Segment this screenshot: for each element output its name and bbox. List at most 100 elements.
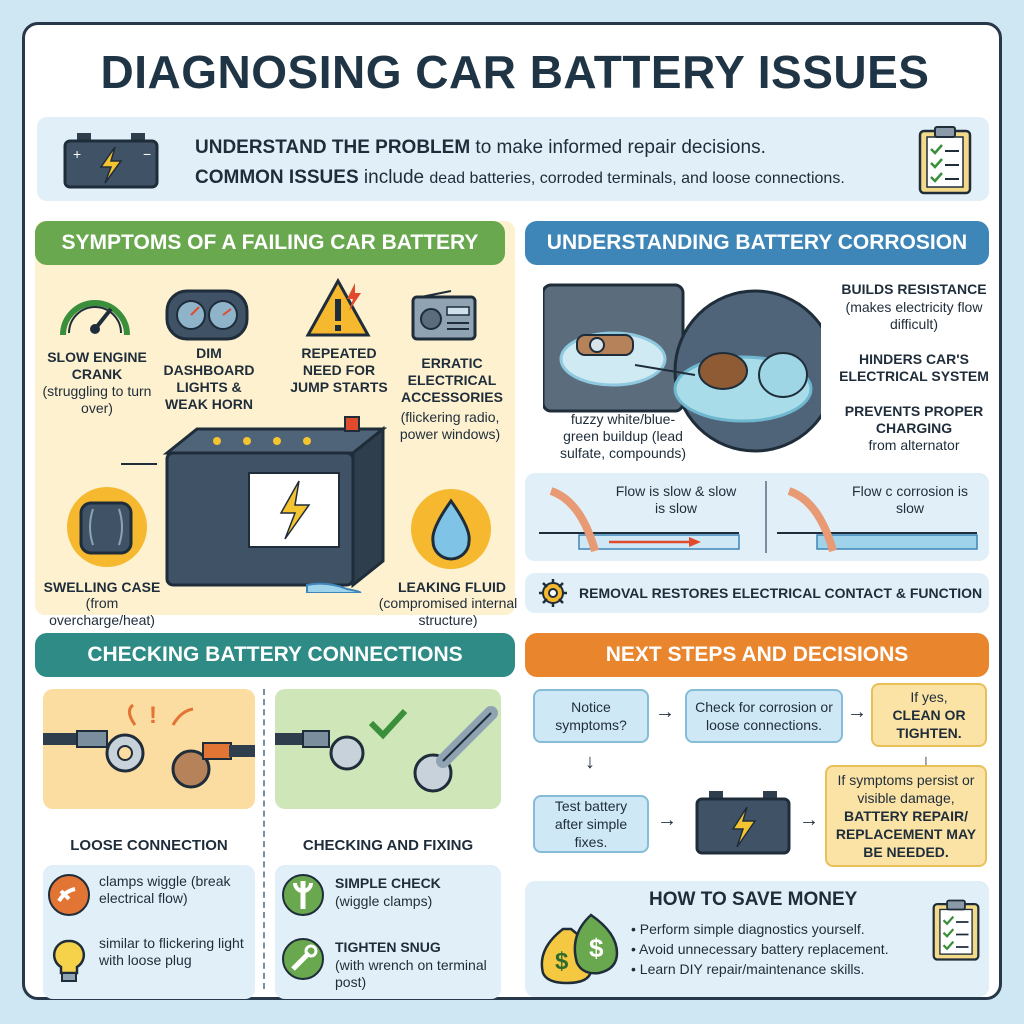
arrow-down-icon: ↓ [921,751,931,773]
checklist-icon [931,897,981,963]
corroded-flow-pipe [777,481,981,555]
radio-icon [411,289,477,341]
lightbulb-icon [49,937,89,985]
slow-flow-pipe [539,481,743,555]
intro-rest-2: dead batteries, corroded terminals, and … [429,170,845,187]
check-box: Check for corrosion or loose connections… [685,689,843,743]
leaking-title: LEAKING FLUID [397,579,507,595]
arrow-right-icon: → [799,809,819,831]
money-bag-icon: $ $ [533,899,623,985]
svg-text:$: $ [589,933,604,963]
warning-icon [305,277,371,339]
flow-divider [765,481,767,553]
clamps-note: clamps wiggle (break electrical flow) [99,873,231,906]
corrosion-header: UNDERSTANDING BATTERY CORROSION [525,221,989,265]
fixing-tips-panel: SIMPLE CHECK (wiggle clamps) TIGHTEN SNU… [275,865,501,999]
fixing-panel [275,689,501,809]
save-money-title: HOW TO SAVE MONEY [649,889,858,910]
svg-text:!: ! [149,702,157,729]
gear-icon [537,577,569,609]
leaking-note: (compromised internal structure) [378,595,518,628]
erratic-title: ERRATIC ELECTRICAL ACCESSORIES [401,355,503,405]
prevents-title: PREVENTS PROPER CHARGING [844,403,984,436]
persist-text: If symptoms persist or visible damage, [837,772,975,806]
loose-connection-label: LOOSE CONNECTION [70,837,228,854]
hinders-title: HINDERS CAR'S ELECTRICAL SYSTEM [839,351,989,384]
clean-tighten-text: CLEAN OR TIGHTEN. [892,707,966,741]
save-item: • Learn DIY repair/maintenance skills. [631,961,865,977]
tighten-title: TIGHTEN SNUG [335,939,441,955]
svg-text:+: + [73,146,81,162]
loose-tips-panel: clamps wiggle (break electrical flow) si… [43,865,255,999]
arrow-down-icon: ↓ [585,751,595,773]
svg-text:−: − [143,146,151,162]
swelling-title: SWELLING CASE [43,579,161,595]
prevents-note: from alternator [868,437,960,453]
jump-starts-title: REPEATED NEED FOR JUMP STARTS [290,345,388,395]
connector-line [121,463,157,465]
arrow-right-icon: → [847,701,867,723]
arrow-right-icon: → [655,701,675,723]
swollen-case-icon [65,485,149,569]
dim-lights-title: DIM DASHBOARD LIGHTS & WEAK HORN [163,345,255,412]
simple-check-note: (wiggle clamps) [335,893,433,909]
flow-right-text: Flow c corrosion is slow [852,483,968,516]
next-steps-header: NEXT STEPS AND DECISIONS [525,633,989,677]
dashboard-icon [165,287,249,343]
similar-note: similar to flickering light with loose p… [99,935,244,968]
connections-header: CHECKING BATTERY CONNECTIONS [35,633,515,677]
intro-rest-1: to make informed repair decisions. [470,137,766,158]
flow-panel: Flow is slow & slow is slow Flow c corro… [525,473,989,561]
connections-divider [263,689,265,989]
save-item: • Avoid unnecessary battery replacement. [631,941,889,957]
intro-bold-2: COMMON ISSUES [195,167,359,188]
speedometer-icon [55,283,135,343]
battery-icon: + − [63,131,159,189]
checklist-icon [917,125,973,195]
save-item-text: Learn DIY repair/maintenance skills. [639,961,865,977]
battery-illustration [157,413,387,593]
removal-text: REMOVAL RESTORES ELECTRICAL CONTACT & FU… [579,585,983,601]
check-wrench-icon [281,873,325,917]
wiggle-hand-icon [47,873,91,917]
battery-small-icon [695,789,791,855]
replacement-text: BATTERY REPAIR/ REPLACEMENT MAY BE NEEDE… [835,808,977,860]
symptoms-header: SYMPTOMS OF A FAILING CAR BATTERY [35,221,505,265]
test-battery-box: Test battery after simple fixes. [533,795,649,853]
infographic-frame: DIAGNOSING CAR BATTERY ISSUES + − UNDERS… [22,22,1002,1000]
corroded-terminal-illustration [543,279,821,455]
simple-check-title: SIMPLE CHECK [335,875,441,891]
buildup-note: fuzzy white/blue-green buildup (lead sul… [559,411,687,461]
save-money-panel: $ $ HOW TO SAVE MONEY • Perform simple d… [525,881,989,997]
svg-text:$: $ [555,948,569,975]
intro-text: UNDERSTAND THE PROBLEM to make informed … [195,133,845,194]
intro-banner: + − UNDERSTAND THE PROBLEM to make infor… [37,117,989,201]
wrench-icon [281,937,325,981]
save-money-list: • Perform simple diagnostics yourself. •… [631,919,921,979]
save-item-text: Perform simple diagnostics yourself. [639,921,865,937]
resistance-note: (makes electricity flow difficult) [845,299,983,332]
arrow-right-icon: → [657,809,677,831]
notice-box: Notice symptoms? [533,689,649,743]
tighten-note: (with wrench on terminal post) [335,957,487,990]
droplet-icon [409,487,493,571]
slow-crank-note: (struggling to turn over) [42,383,152,416]
if-yes-text: If yes, [910,689,948,705]
fixing-label: CHECKING AND FIXING [302,837,474,854]
removal-banner: REMOVAL RESTORES ELECTRICAL CONTACT & FU… [525,573,989,613]
page-title: DIAGNOSING CAR BATTERY ISSUES [100,46,930,98]
intro-bold-1: UNDERSTAND THE PROBLEM [195,137,471,158]
loose-connection-panel: ! [43,689,255,809]
save-item: • Perform simple diagnostics yourself. [631,921,865,937]
loose-clamp-illustration: ! [43,702,255,789]
flow-left-text: Flow is slow & slow is slow [615,483,737,516]
intro-mid-2: include [358,167,430,188]
slow-crank-title: SLOW ENGINE CRANK [47,349,147,382]
resistance-title: BUILDS RESISTANCE [841,281,987,297]
replacement-box: If symptoms persist or visible damage, B… [825,765,987,867]
save-item-text: Avoid unnecessary battery replacement. [639,941,889,957]
erratic-note: (flickering radio, power windows) [399,409,501,442]
swelling-note: (from overcharge/heat) [49,595,155,628]
clean-tighten-box: If yes, CLEAN OR TIGHTEN. [871,683,987,747]
tightened-clamp-illustration [275,706,498,793]
